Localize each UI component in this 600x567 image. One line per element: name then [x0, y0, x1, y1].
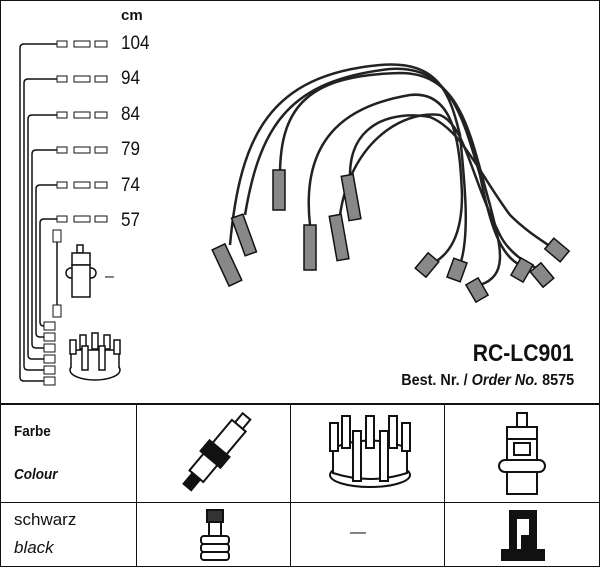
coil-dash: – — [105, 268, 114, 285]
unit-label: cm — [121, 7, 143, 24]
order-number: 8575 — [541, 372, 574, 389]
cable-set-illustration — [211, 63, 571, 304]
wiring-schematic — [19, 40, 121, 386]
ignition-coil-icon — [498, 412, 546, 495]
lead-terminal — [43, 343, 56, 353]
table-top-border — [0, 403, 600, 405]
order-prefix: Best. Nr. / — [401, 372, 468, 389]
length-label: 57 — [121, 210, 141, 231]
spark-plug-icon — [182, 411, 252, 492]
lead-connector — [73, 40, 91, 48]
lead-terminal — [43, 332, 56, 342]
distributor-connector-none: — — [350, 524, 366, 541]
coil-connector-icon — [501, 510, 545, 561]
lead-connector — [56, 181, 68, 189]
lead-connector — [73, 75, 91, 83]
table-col-divider — [444, 404, 445, 566]
lead-connector — [94, 75, 108, 83]
lead-wire — [35, 184, 57, 338]
lead-connector — [73, 215, 91, 223]
color-black: black — [14, 538, 54, 557]
lead-connector — [56, 215, 68, 223]
lead-wire — [27, 114, 57, 360]
length-label: 79 — [121, 139, 141, 160]
lead-connector — [73, 181, 91, 189]
lead-terminal — [43, 365, 56, 375]
distributor-icon — [69, 332, 121, 381]
table-col-divider — [136, 404, 137, 566]
lead-wire — [31, 149, 57, 349]
color-schwarz: schwarz — [14, 510, 77, 529]
lead-connector — [94, 111, 108, 119]
lead-connector — [94, 215, 108, 223]
lead-wire — [23, 78, 57, 371]
lead-connector — [56, 146, 68, 154]
table-col-divider — [290, 404, 291, 566]
lead-connector — [56, 75, 68, 83]
lead-connector — [56, 111, 68, 119]
length-label: 104 — [121, 33, 150, 54]
length-label: 84 — [121, 104, 141, 125]
product-code: RC-LC901 — [473, 340, 574, 367]
length-label: 74 — [121, 175, 141, 196]
order-label: Order No. — [471, 372, 538, 389]
coil-icon — [65, 244, 97, 298]
lead-wire — [39, 218, 57, 327]
order-number-line: Best. Nr. / Order No. 8575 — [401, 372, 574, 390]
header-farbe: Farbe — [14, 423, 51, 440]
lead-connector — [94, 40, 108, 48]
lead-terminal — [43, 321, 56, 331]
header-colour: Colour — [14, 466, 58, 483]
distributor-cap-icon — [329, 415, 411, 488]
length-label: 94 — [121, 68, 141, 89]
table-row-divider — [0, 502, 600, 503]
lead-wire — [19, 43, 57, 382]
lead-connector — [73, 111, 91, 119]
lead-connector — [94, 146, 108, 154]
lead-terminal — [43, 376, 56, 386]
lead-connector — [73, 146, 91, 154]
lead-connector — [56, 40, 68, 48]
lead-connector — [94, 181, 108, 189]
coil-lead-end — [52, 304, 62, 318]
coil-lead-end — [52, 229, 62, 243]
boot-connector-icon — [200, 509, 230, 561]
lead-terminal — [43, 354, 56, 364]
